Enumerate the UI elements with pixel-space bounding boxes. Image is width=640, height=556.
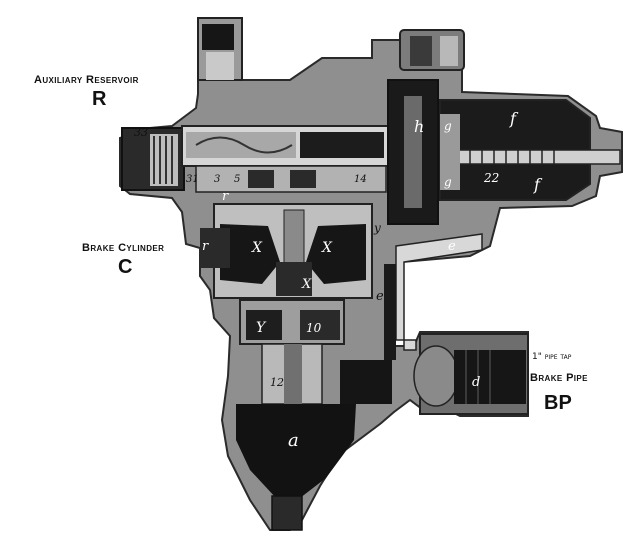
- brake-cylinder-letter: C: [118, 256, 133, 278]
- lower-valve-block: [239, 299, 345, 405]
- mark-14: 14: [354, 174, 367, 185]
- mark-y-lower: y: [373, 221, 381, 235]
- mark-e-lower: e: [376, 289, 384, 304]
- brake-cylinder-title: Brake Cylinder: [82, 242, 165, 254]
- right-chamber: [439, 99, 621, 201]
- mark-g-lower: g: [444, 175, 452, 189]
- mark-33: 33: [134, 126, 148, 139]
- mark-y-upper: Y: [256, 320, 267, 336]
- mark-f-upper: f: [509, 109, 519, 128]
- mark-d: d: [472, 375, 480, 390]
- brake-cylinder-valve: [200, 203, 373, 299]
- mark-x-right: X: [321, 240, 333, 256]
- brake-pipe-fitting: [413, 333, 529, 415]
- piston-bore: [181, 125, 393, 193]
- upper-stem: [197, 17, 243, 81]
- mark-31: 31: [186, 174, 199, 185]
- mark-3: 3: [214, 174, 220, 185]
- brake-pipe-letter: BP: [544, 392, 572, 414]
- mark-5: 5: [234, 174, 240, 185]
- mark-10: 10: [306, 321, 322, 335]
- top-right-cap: [399, 29, 465, 71]
- passage-e: [384, 233, 483, 360]
- mark-22: 22: [483, 171, 499, 185]
- pipe-tap-note: 1" pipe tap: [532, 352, 572, 362]
- mark-a: a: [288, 430, 299, 451]
- mark-x-center: X: [301, 277, 312, 292]
- brake-pipe-title: Brake Pipe: [530, 372, 588, 384]
- chamber-a: [236, 360, 392, 531]
- central-flange: [387, 79, 439, 225]
- mark-12: 12: [270, 376, 284, 389]
- aux-reservoir-title: Auxiliary Reservoir: [34, 74, 139, 86]
- mark-f-lower: f: [533, 175, 543, 194]
- mark-r-left: r: [202, 239, 209, 254]
- mark-r-upper: r: [222, 189, 229, 204]
- mark-g-upper: g: [444, 119, 452, 133]
- aux-reservoir-letter: R: [92, 88, 107, 110]
- mark-h: h: [414, 117, 424, 136]
- mark-e-right: e: [448, 239, 456, 254]
- mark-x-left: X: [251, 240, 263, 256]
